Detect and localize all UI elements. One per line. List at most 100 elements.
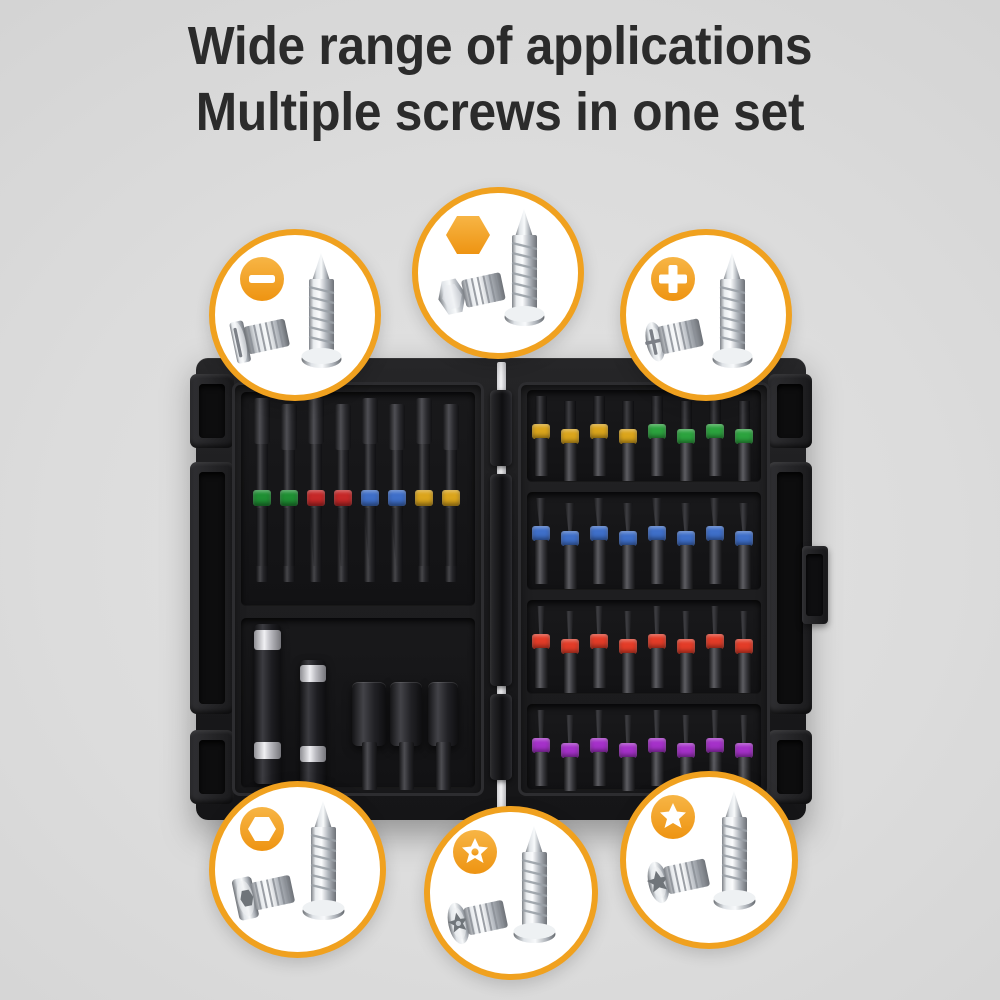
bit-hex-shank (592, 438, 606, 476)
bit-color-ring (648, 526, 666, 541)
long-bit (388, 404, 406, 582)
bit-tip (537, 710, 545, 740)
hex-socket-screw-illustration (215, 787, 380, 952)
bit-tip (566, 611, 574, 641)
bit-tip (709, 396, 721, 426)
bit-hex-shank (621, 653, 635, 693)
bit-tip (624, 715, 632, 745)
insert-bit (590, 710, 608, 786)
bit-tip (595, 710, 603, 740)
case-rib-left-top (190, 374, 234, 448)
insert-bit (735, 401, 753, 481)
bit-color-ring (619, 429, 637, 444)
bit-color-ring (590, 738, 608, 753)
bit-hex-head (416, 398, 432, 444)
bit-tip (593, 396, 605, 426)
bit-hex-shank (592, 648, 606, 688)
phillips-head-icon (651, 257, 695, 301)
bit-hex-shank (592, 752, 606, 786)
bit-hex-shank (679, 653, 693, 693)
bit-hex-shank (621, 545, 635, 589)
case-latch[interactable] (802, 546, 828, 624)
insert-bit (735, 503, 753, 589)
bit-color-ring (706, 526, 724, 541)
headline-line-1: Wide range of applications (187, 16, 813, 76)
bit-color-ring (561, 531, 579, 546)
bit-tip (310, 508, 322, 566)
bit-tip (740, 611, 748, 641)
bit-hex-shank (650, 648, 664, 688)
insert-bit (590, 498, 608, 584)
bit-hex-head (308, 398, 324, 444)
slotted-head-icon (240, 257, 284, 301)
bit-tip (564, 401, 576, 431)
page-title: Wide range of applications Multiple scre… (0, 14, 1000, 146)
bit-hex-shank (679, 443, 693, 481)
bit-tip (283, 508, 295, 566)
bit-color-ring (532, 424, 550, 439)
bit-color-ring (442, 490, 460, 506)
bit-hex-shank (563, 653, 577, 693)
bit-hex-shank (563, 443, 577, 481)
case-rib-right-mid (768, 462, 812, 714)
bit-color-ring (706, 634, 724, 649)
bit-hex-shank (650, 752, 664, 786)
hinge-barrel-mid (490, 474, 512, 686)
case-rib-left-bottom (190, 730, 234, 804)
callout-hex-socket (209, 781, 386, 958)
bit-tip (537, 606, 545, 636)
bit-hex-shank (621, 443, 635, 481)
bit-color-ring (561, 639, 579, 654)
insert-bit (677, 503, 695, 589)
hex-head-screw-illustration (418, 193, 578, 353)
long-bit (334, 404, 352, 582)
hinge-barrel-bottom (490, 694, 512, 780)
bit-hex-shank (621, 757, 635, 791)
bit-hex-shank (563, 545, 577, 589)
insert-bit (532, 498, 550, 584)
bit-color-ring (648, 738, 666, 753)
bit-tip (624, 611, 632, 641)
bit-color-ring (735, 531, 753, 546)
bit-tip (623, 503, 633, 533)
insert-bit (619, 503, 637, 589)
bit-tip (651, 396, 663, 426)
insert-bit (590, 606, 608, 688)
torx-security-screw-illustration (430, 812, 592, 974)
bit-holder-short (300, 660, 326, 784)
case-rib-left-mid (190, 462, 234, 714)
tray-left-bit-well (241, 392, 475, 606)
phillips-screw-illustration (626, 235, 786, 395)
bit-color-ring (619, 531, 637, 546)
hex-head-icon (446, 216, 490, 254)
bit-color-ring (307, 490, 325, 506)
long-bit (442, 404, 460, 582)
insert-bit (590, 396, 608, 476)
bit-hex-head (362, 398, 378, 444)
bit-holder-long (254, 624, 281, 784)
bit-color-ring (415, 490, 433, 506)
torx-head-icon (651, 795, 695, 839)
bit-hex-head (335, 404, 351, 450)
bit-tip (595, 606, 603, 636)
insert-bit (706, 396, 724, 476)
bit-tip (711, 606, 719, 636)
headline-line-2: Multiple screws in one set (195, 81, 805, 142)
insert-bit (706, 498, 724, 584)
insert-bit (561, 611, 579, 693)
case-hinge (488, 362, 514, 816)
bit-hex-shank (708, 648, 722, 688)
bit-tip (594, 498, 604, 528)
bit-color-ring (361, 490, 379, 506)
bit-tip (680, 401, 692, 431)
bit-color-ring (735, 639, 753, 654)
insert-bit (532, 710, 550, 786)
bit-color-ring (706, 424, 724, 439)
insert-bit (677, 401, 695, 481)
insert-bit (648, 498, 666, 584)
bit-hex-shank (650, 438, 664, 476)
bit-color-ring (677, 429, 695, 444)
insert-bit (735, 611, 753, 693)
bit-tip (566, 715, 574, 745)
